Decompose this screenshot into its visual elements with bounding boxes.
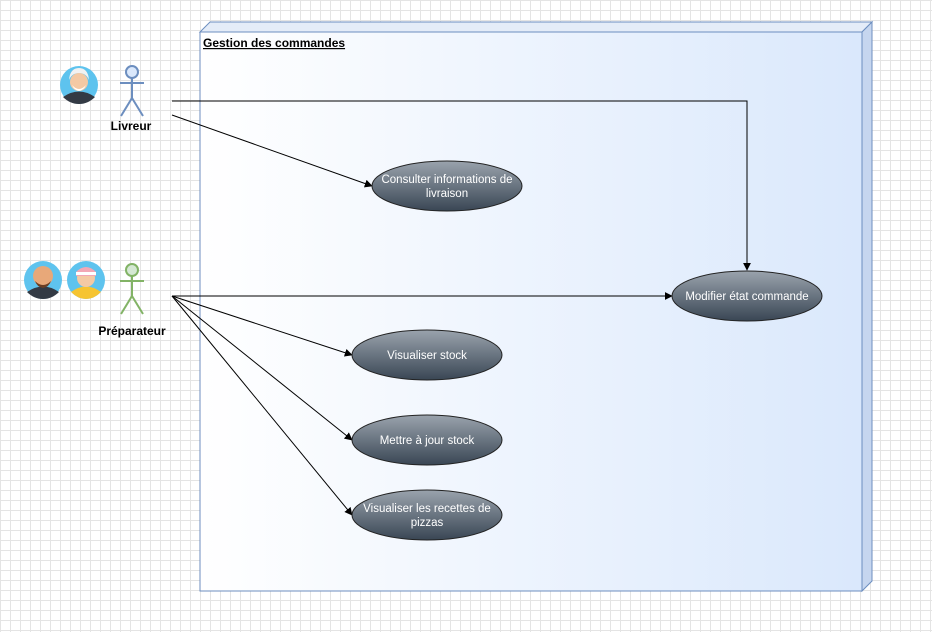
- usecase-consulter-informations[interactable]: Consulter informations de livraison: [371, 160, 523, 212]
- association-preparateur-recettes: [171, 295, 353, 516]
- usecase-label: Mettre à jour stock: [380, 435, 475, 447]
- preparateur-avatar-icon: [24, 261, 62, 299]
- usecase-label: Visualiser les recettes de: [363, 503, 491, 515]
- usecase-label: Modifier état commande: [685, 291, 808, 303]
- usecase-label: livraison: [426, 188, 468, 200]
- association-livreur-consulter: [171, 114, 373, 188]
- usecase-label: Consulter informations de: [381, 174, 512, 186]
- association-preparateur-mettre-a-jour: [171, 295, 353, 441]
- association-livreur-modifier: [172, 100, 751, 271]
- usecase-visualiser-recettes[interactable]: Visualiser les recettes de pizzas: [351, 489, 503, 541]
- associations: [171, 100, 751, 516]
- usecase-visualiser-stock[interactable]: Visualiser stock: [351, 329, 503, 381]
- boundary-title: Gestion des commandes: [203, 36, 345, 50]
- preparateur-actor-icon[interactable]: [120, 263, 144, 315]
- livreur-avatar-icon: [60, 66, 98, 104]
- usecase-label: pizzas: [411, 517, 444, 529]
- association-preparateur-visualiser-stock: [171, 295, 353, 357]
- preparateur-label: Préparateur: [98, 324, 166, 338]
- usecase-mettre-a-jour-stock[interactable]: Mettre à jour stock: [351, 414, 503, 466]
- usecase-modifier-etat[interactable]: Modifier état commande: [671, 270, 823, 322]
- usecase-label: Visualiser stock: [387, 350, 467, 362]
- preparateur-avatar-2-icon: [67, 261, 105, 299]
- livreur-label: Livreur: [111, 119, 152, 133]
- livreur-actor-icon[interactable]: [120, 65, 144, 117]
